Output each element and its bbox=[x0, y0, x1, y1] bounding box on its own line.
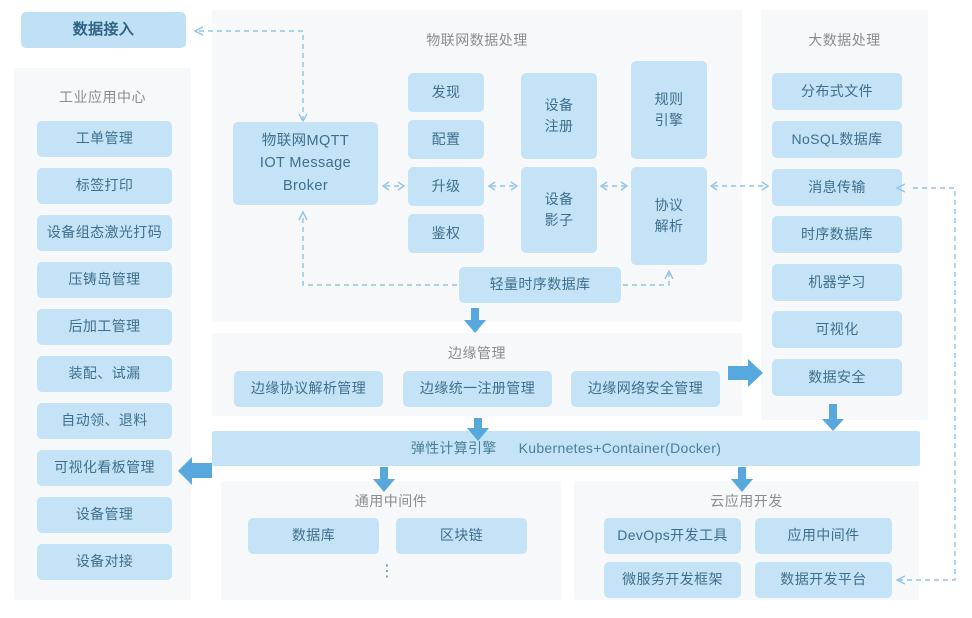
bigdata-item-messaging[interactable]: 消息传输 bbox=[772, 169, 902, 206]
iot-data-processing-title: 物联网数据处理 bbox=[426, 32, 528, 48]
iot-mqtt-broker[interactable]: 物联网MQTT IOT Message Broker bbox=[233, 122, 378, 205]
iot-device-register[interactable]: 设备 注册 bbox=[521, 73, 597, 159]
cloud-item-microservice-framework[interactable]: 微服务开发框架 bbox=[604, 562, 741, 598]
app-item-post-processing[interactable]: 后加工管理 bbox=[37, 309, 172, 345]
app-item-die-casting[interactable]: 压铸岛管理 bbox=[37, 262, 172, 298]
cloud-item-app-middleware[interactable]: 应用中间件 bbox=[755, 518, 892, 554]
app-item-auto-material[interactable]: 自动领、退料 bbox=[37, 403, 172, 439]
middleware-ellipsis-icon: ⋮ bbox=[379, 563, 395, 580]
iot-auth[interactable]: 鉴权 bbox=[408, 214, 484, 253]
cloud-item-devops[interactable]: DevOps开发工具 bbox=[604, 518, 741, 554]
elastic-compute-engine-bar[interactable]: 弹性计算引擎 Kubernetes+Container(Docker) bbox=[212, 431, 920, 466]
iot-lightweight-timeseries-db[interactable]: 轻量时序数据库 bbox=[459, 267, 621, 303]
industrial-app-center-title: 工业应用中心 bbox=[59, 89, 146, 105]
bigdata-item-visualization[interactable]: 可视化 bbox=[772, 311, 902, 348]
cloud-app-dev-title: 云应用开发 bbox=[710, 493, 783, 509]
bigdata-item-machine-learning[interactable]: 机器学习 bbox=[772, 264, 902, 301]
cloud-item-data-dev-platform[interactable]: 数据开发平台 bbox=[755, 562, 892, 598]
bigdata-item-nosql[interactable]: NoSQL数据库 bbox=[772, 121, 902, 158]
edge-item-protocol-parse[interactable]: 边缘协议解析管理 bbox=[234, 371, 383, 407]
bigdata-item-data-security[interactable]: 数据安全 bbox=[772, 359, 902, 396]
iot-discover[interactable]: 发现 bbox=[408, 73, 484, 112]
app-item-assembly-leak-test[interactable]: 装配、试漏 bbox=[37, 356, 172, 392]
bigdata-item-distributed-file[interactable]: 分布式文件 bbox=[772, 73, 902, 110]
app-item-laser-marking[interactable]: 设备组态激光打码 bbox=[37, 215, 172, 251]
middleware-item-database[interactable]: 数据库 bbox=[248, 518, 379, 554]
elastic-compute-tech: Kubernetes+Container(Docker) bbox=[518, 439, 722, 456]
middleware-item-blockchain[interactable]: 区块链 bbox=[396, 518, 527, 554]
common-middleware-title: 通用中间件 bbox=[354, 493, 428, 509]
iot-protocol-parse[interactable]: 协议 解析 bbox=[631, 167, 707, 265]
app-item-label-print[interactable]: 标签打印 bbox=[37, 168, 172, 204]
data-access-header[interactable]: 数据接入 bbox=[21, 12, 186, 48]
edge-management-title: 边缘管理 bbox=[448, 345, 506, 361]
app-item-device-management[interactable]: 设备管理 bbox=[37, 497, 172, 533]
iot-device-shadow[interactable]: 设备 影子 bbox=[521, 167, 597, 253]
edge-item-network-security[interactable]: 边缘网络安全管理 bbox=[571, 371, 720, 407]
edge-item-unified-register[interactable]: 边缘统一注册管理 bbox=[403, 371, 552, 407]
elastic-compute-label: 弹性计算引擎 bbox=[410, 439, 497, 456]
iot-config[interactable]: 配置 bbox=[408, 120, 484, 159]
big-data-processing-title: 大数据处理 bbox=[808, 32, 881, 48]
iot-rule-engine[interactable]: 规则 引擎 bbox=[631, 61, 707, 159]
app-item-work-order[interactable]: 工单管理 bbox=[37, 121, 172, 157]
app-item-device-connection[interactable]: 设备对接 bbox=[37, 544, 172, 580]
iot-upgrade[interactable]: 升级 bbox=[408, 167, 484, 206]
bigdata-item-timeseries-db[interactable]: 时序数据库 bbox=[772, 216, 902, 253]
app-item-dashboard[interactable]: 可视化看板管理 bbox=[37, 450, 172, 486]
